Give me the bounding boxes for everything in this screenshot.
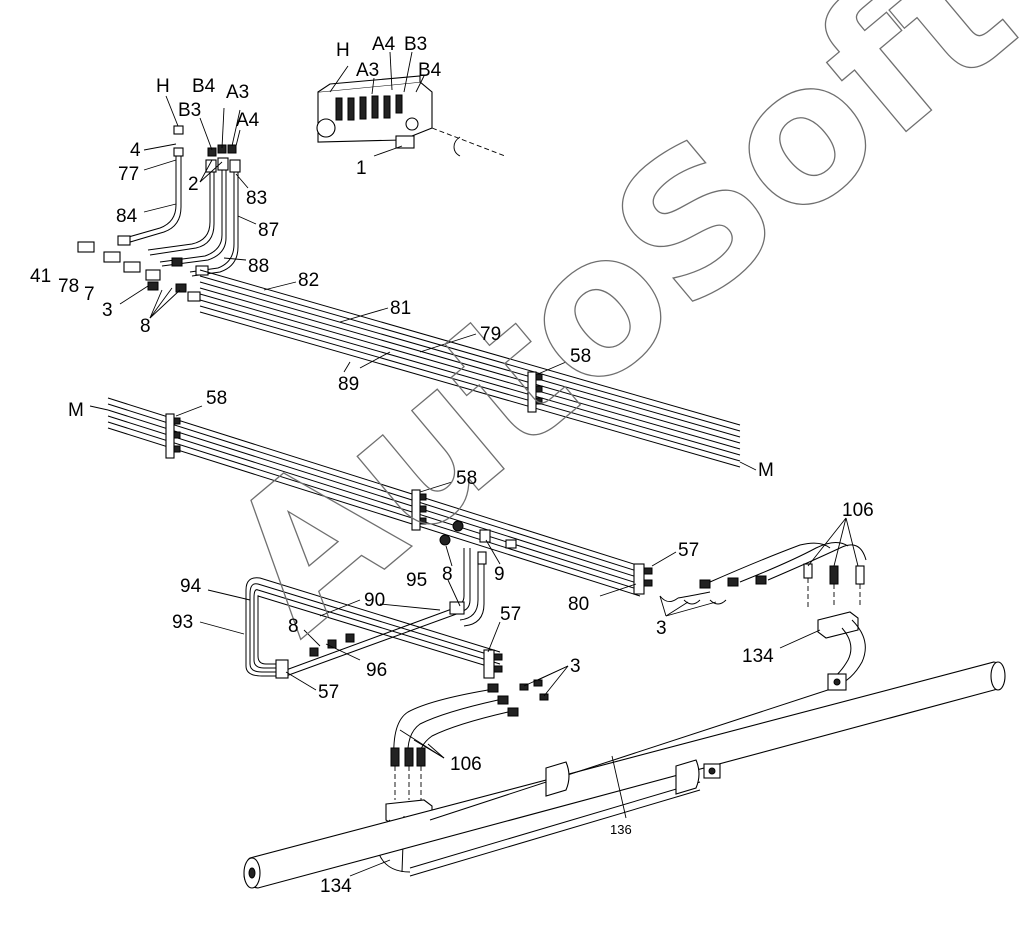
callout-3-right: 3 xyxy=(656,618,667,639)
callout-7: 7 xyxy=(84,284,95,305)
callout-79: 79 xyxy=(480,324,501,345)
callout-78: 78 xyxy=(58,276,79,297)
callout-57-left: 57 xyxy=(318,682,339,703)
callout-valve-h: H xyxy=(336,40,350,61)
callout-1: 1 xyxy=(356,158,367,179)
callout-port-a3: A3 xyxy=(226,82,249,103)
callout-m-left: M xyxy=(68,400,84,421)
callout-3-lower: 3 xyxy=(570,656,581,677)
callout-136: 136 xyxy=(610,822,632,837)
callout-valve-a4: A4 xyxy=(372,34,396,55)
callout-94: 94 xyxy=(180,576,202,597)
callout-58-left: 58 xyxy=(206,388,227,409)
callout-4: 4 xyxy=(130,140,141,161)
callout-3-top: 3 xyxy=(102,300,113,321)
callout-2: 2 xyxy=(188,174,199,195)
callout-valve-b4: B4 xyxy=(418,60,442,81)
callout-106-lower: 106 xyxy=(450,754,482,775)
callout-port-h: H xyxy=(156,76,170,97)
middle-pipe-bundle xyxy=(107,397,653,597)
callout-57-middle: 57 xyxy=(500,604,521,625)
leader-lines xyxy=(89,51,859,877)
callout-82: 82 xyxy=(298,270,319,291)
callout-port-b3: B3 xyxy=(178,100,201,121)
callout-port-b4: B4 xyxy=(192,76,216,97)
callout-77: 77 xyxy=(118,164,139,185)
callout-93: 93 xyxy=(172,612,193,633)
upper-left-pipes xyxy=(117,125,241,277)
callout-89: 89 xyxy=(338,374,359,395)
callout-8-middle: 8 xyxy=(442,564,453,585)
callout-80: 80 xyxy=(568,594,589,615)
upper-pipe-bundle xyxy=(199,269,741,468)
callout-41: 41 xyxy=(30,266,51,287)
callout-58-middle: 58 xyxy=(456,468,477,489)
callout-valve-a3: A3 xyxy=(356,60,379,81)
callout-90: 90 xyxy=(364,590,385,611)
callout-57-right: 57 xyxy=(678,540,699,561)
callout-8-lower: 8 xyxy=(288,616,299,637)
callout-81: 81 xyxy=(390,298,411,319)
callout-port-a4: A4 xyxy=(236,110,260,131)
callout-58-upper: 58 xyxy=(570,346,591,367)
callout-88: 88 xyxy=(248,256,269,277)
left-fittings xyxy=(77,235,209,302)
callout-9: 9 xyxy=(494,564,505,585)
callout-95: 95 xyxy=(406,570,427,591)
callout-134-right: 134 xyxy=(742,646,774,667)
callout-valve-b3: B3 xyxy=(404,34,427,55)
callout-8-top: 8 xyxy=(140,316,151,337)
watermark-text: AutoSoft xyxy=(187,0,1021,674)
callout-84: 84 xyxy=(116,206,138,227)
callout-m-right: M xyxy=(758,460,774,481)
callout-96: 96 xyxy=(366,660,387,681)
control-valve xyxy=(316,75,506,157)
callout-134-left: 134 xyxy=(320,876,352,897)
callouts: H A4 B3 A3 B4 H B3 B4 A3 A4 1 4 77 2 83 … xyxy=(30,34,874,897)
callout-87: 87 xyxy=(258,220,279,241)
hydraulic-cylinder xyxy=(243,661,1006,889)
callout-106-upper: 106 xyxy=(842,500,874,521)
loop-pipes xyxy=(245,577,503,679)
watermark: AutoSoft xyxy=(186,0,1021,675)
callout-83: 83 xyxy=(246,188,267,209)
